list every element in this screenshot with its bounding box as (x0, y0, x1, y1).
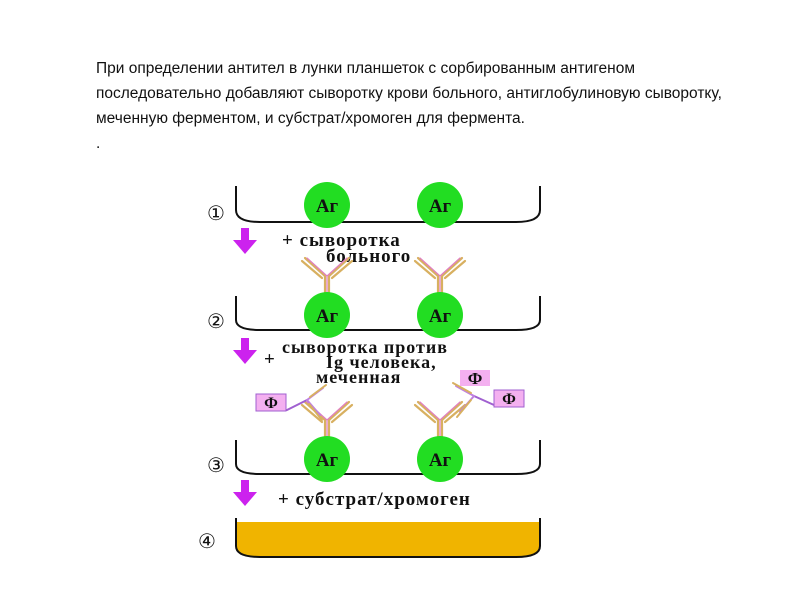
antigen-label: Аг (316, 306, 339, 327)
antigen-label: Аг (429, 450, 452, 471)
arrow-down-icon (233, 480, 257, 506)
enzyme-label-box: Ф (460, 369, 490, 388)
labelled-antibody-right: Ф (452, 382, 525, 418)
step-2-number: ② (207, 311, 225, 333)
enzyme-label: Ф (264, 395, 278, 412)
antigen-label: Аг (429, 306, 452, 327)
enzyme-label: Ф (468, 369, 483, 388)
well-2 (235, 296, 541, 331)
reagent-1-line1: + сыворотка (282, 230, 401, 251)
antigen-3b: Аг (417, 436, 463, 482)
step-3-number: ③ (207, 455, 225, 477)
antigen-label: Аг (316, 450, 339, 471)
antibody-icon (300, 400, 354, 438)
labelled-antibody-left: Ф (255, 384, 327, 421)
antigen-2b: Аг (417, 292, 463, 338)
antigen-label: Аг (429, 196, 452, 217)
trailing-dot: . (96, 135, 101, 152)
enzyme-label: Ф (502, 391, 516, 408)
antigen-1a: Аг (304, 182, 350, 228)
well-4 (235, 518, 541, 558)
reagent-2-plus: + (264, 349, 275, 370)
reagent-2-line2: Ig человека, (326, 352, 437, 372)
description-paragraph: При определении антител в лунки планшето… (96, 60, 722, 127)
antigen-2a: Аг (304, 292, 350, 338)
antigen-1b: Аг (417, 182, 463, 228)
description-text: При определении антител в лунки планшето… (96, 56, 736, 156)
arrow-down-icon (233, 338, 257, 364)
well-4-substrate-fill (236, 522, 540, 557)
well-1 (235, 186, 541, 223)
antibody-icon (413, 400, 467, 438)
reagent-1-line2: больного (326, 246, 411, 267)
reagent-2-line3: меченная (316, 367, 401, 387)
step-4-number: ④ (198, 531, 216, 553)
well-3 (235, 440, 541, 475)
antigen-label: Аг (316, 196, 339, 217)
reagent-2-line1: сыворотка против (282, 337, 448, 357)
arrow-down-icon (233, 228, 257, 254)
antigen-3a: Аг (304, 436, 350, 482)
reagent-3-line1: + субстрат/хромоген (278, 489, 471, 510)
step-1-number: ① (207, 203, 225, 225)
antibody-icon (413, 256, 467, 294)
